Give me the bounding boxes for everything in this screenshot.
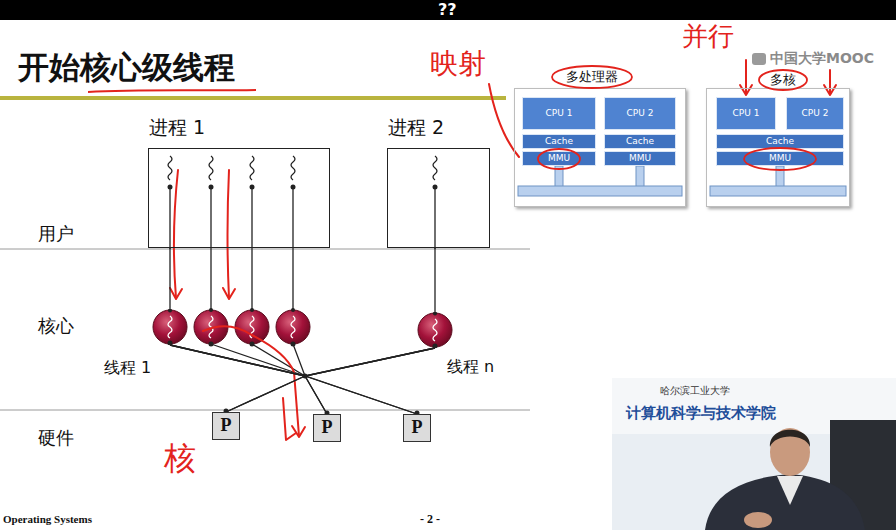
layer-name: 用户 <box>38 224 74 245</box>
handwritten-note: 核 <box>164 440 196 477</box>
kernel-thread: 线程 n <box>417 312 453 348</box>
cpu-label: CPU 2 <box>802 109 829 119</box>
processor-box: P <box>313 414 341 442</box>
process-name: 进程 1 <box>149 117 205 138</box>
processor-box: P <box>403 414 431 442</box>
page-number: - 2 - <box>420 513 440 527</box>
processor-box: P <box>212 412 240 440</box>
unit-label: Cache <box>545 137 573 147</box>
layer-name: 核心 <box>38 316 74 337</box>
thread-link <box>169 248 170 309</box>
kernel-thread: 线程 1 <box>152 309 188 345</box>
video-banner: 计算机科学与技术学院 <box>626 405 776 422</box>
processor-label: P <box>412 418 423 438</box>
process-box: 进程 2 <box>387 148 490 248</box>
cpu-box: CPU 2 <box>786 97 844 130</box>
processor-label: P <box>221 416 232 436</box>
thread-link <box>305 348 435 414</box>
unit-box: Cache <box>604 134 676 149</box>
unit-box: MMU <box>604 151 676 166</box>
thread-link <box>170 345 417 414</box>
unit-label: Cache <box>766 137 794 147</box>
thread-link <box>305 348 435 414</box>
unit-box: MMU <box>522 151 596 166</box>
process-name: 进程 2 <box>388 117 444 138</box>
thread-link <box>434 248 435 312</box>
thread-ball <box>417 312 453 348</box>
video-banner: 哈尔滨工业大学 <box>660 385 730 397</box>
cpu-box: CPU 1 <box>716 97 776 130</box>
thread-ball <box>152 309 188 345</box>
top-bar-mark: ?? <box>438 1 457 19</box>
footer-text: Operating Systems <box>3 513 92 526</box>
handwritten-note: 映射 <box>430 48 486 80</box>
thread-label: 线程 n <box>445 358 496 376</box>
hardware-panel: CPU 1CPU 2CacheMMU多核 <box>706 88 850 207</box>
thread-link <box>170 345 305 412</box>
panel-title: 多处理器 <box>566 70 618 84</box>
unit-box: Cache <box>522 134 596 149</box>
thread-link <box>226 348 435 412</box>
unit-label: Cache <box>626 137 654 147</box>
cpu-label: CPU 1 <box>733 109 760 119</box>
cpu-label: CPU 2 <box>627 109 654 119</box>
cpu-box: CPU 2 <box>604 97 676 130</box>
slide-title: 开始核心级线程 <box>18 50 235 86</box>
watermark: 中国大学MOOC <box>770 50 874 66</box>
unit-label: MMU <box>769 154 791 164</box>
handwritten-note: 并行 <box>682 22 734 52</box>
unit-box: MMU <box>716 151 844 166</box>
thread-label: 线程 1 <box>102 359 153 377</box>
unit-label: MMU <box>548 154 570 164</box>
cpu-label: CPU 1 <box>546 109 573 119</box>
unit-box: Cache <box>716 134 844 149</box>
process-box: 进程 1 <box>148 148 330 248</box>
thread-link <box>170 345 327 414</box>
hardware-panel: CPU 1CPU 2CacheCacheMMUMMU多处理器 <box>514 88 686 207</box>
cpu-box: CPU 1 <box>522 97 596 130</box>
panel-title: 多核 <box>770 73 796 87</box>
unit-label: MMU <box>629 154 651 164</box>
processor-label: P <box>322 418 333 438</box>
layer-name: 硬件 <box>38 428 74 449</box>
